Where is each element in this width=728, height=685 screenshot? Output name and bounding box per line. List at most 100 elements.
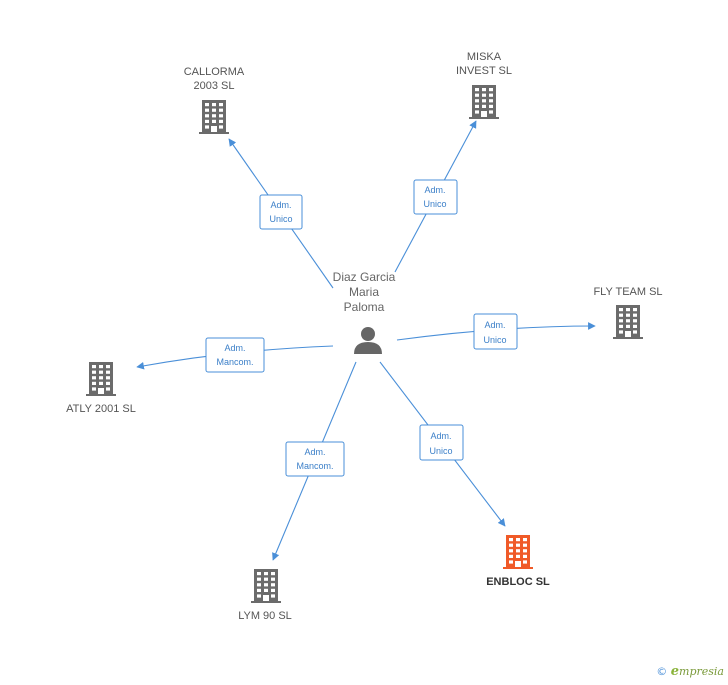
building-base	[86, 394, 116, 396]
building-window	[509, 549, 513, 553]
building-window	[523, 538, 527, 542]
building-door	[625, 331, 631, 337]
building-window	[92, 370, 96, 374]
building-window	[482, 93, 486, 97]
building-icon	[199, 100, 229, 134]
building-window	[106, 381, 110, 385]
building-window	[219, 125, 223, 129]
building-window	[257, 594, 261, 598]
building-base	[503, 567, 533, 569]
person-name-line-3: Paloma	[344, 300, 385, 314]
company-node-enbloc[interactable]: ENBLOC SL	[486, 535, 550, 588]
building-window	[489, 93, 493, 97]
building-window	[475, 99, 479, 103]
building-door	[481, 111, 487, 117]
building-window	[516, 549, 520, 553]
building-base	[251, 601, 281, 603]
person-icon	[354, 327, 382, 354]
role-line-2: Unico	[429, 446, 452, 456]
building-window	[99, 365, 103, 369]
building-window	[482, 88, 486, 92]
role-box-lym[interactable]: Adm. Mancom.	[285, 441, 345, 477]
building-window	[271, 583, 275, 587]
company-label-line-1: LYM 90 SL	[238, 610, 292, 622]
building-window	[619, 308, 623, 312]
building-door	[515, 561, 521, 567]
building-window	[92, 381, 96, 385]
building-icon	[86, 362, 116, 396]
building-base	[613, 337, 643, 339]
role-line-1: Adm.	[270, 200, 291, 210]
building-window	[257, 588, 261, 592]
building-window	[509, 560, 513, 564]
role-box-enbloc[interactable]: Adm. Unico	[419, 424, 464, 461]
role-line-1: Adm.	[304, 447, 325, 457]
role-box-callorma[interactable]: Adm. Unico	[259, 194, 303, 230]
building-window	[212, 114, 216, 118]
copyright-symbol: ©	[656, 665, 668, 678]
company-label-line-1: ENBLOC SL	[486, 576, 550, 588]
company-node-atly[interactable]: ATLY 2001 SL	[66, 362, 136, 415]
building-window	[475, 93, 479, 97]
building-window	[264, 588, 268, 592]
building-window	[633, 319, 637, 323]
role-line-2: Unico	[483, 335, 506, 345]
company-node-flyteam[interactable]: FLY TEAM SL	[593, 286, 663, 339]
building-window	[205, 108, 209, 112]
building-window	[106, 370, 110, 374]
building-window	[205, 114, 209, 118]
building-window	[106, 387, 110, 391]
building-icon-focus	[503, 535, 533, 569]
building-window	[626, 313, 630, 317]
building-window	[271, 577, 275, 581]
building-window	[523, 560, 527, 564]
building-icon	[251, 569, 281, 603]
company-label-line-1: MISKA	[467, 51, 502, 63]
building-window	[489, 110, 493, 114]
center-person-node[interactable]: Diaz Garcia Maria Paloma	[333, 270, 396, 354]
building-door	[98, 388, 104, 394]
building-window	[99, 381, 103, 385]
building-window	[489, 99, 493, 103]
company-node-callorma[interactable]: CALLORMA 2003 SL	[184, 66, 245, 134]
building-window	[475, 110, 479, 114]
brand-logo-text: mpresia	[679, 665, 724, 678]
company-label-line-1: ATLY 2001 SL	[66, 403, 136, 415]
building-window	[626, 319, 630, 323]
building-window	[219, 114, 223, 118]
role-line-2: Unico	[423, 199, 446, 209]
building-window	[475, 88, 479, 92]
building-icon	[613, 305, 643, 339]
role-line-2: Unico	[269, 214, 292, 224]
building-window	[509, 554, 513, 558]
building-window	[523, 543, 527, 547]
company-node-lym[interactable]: LYM 90 SL	[238, 569, 292, 622]
role-line-2: Mancom.	[216, 357, 253, 367]
building-window	[619, 324, 623, 328]
building-window	[264, 572, 268, 576]
building-window	[509, 543, 513, 547]
company-node-miska[interactable]: MISKA INVEST SL	[456, 51, 512, 119]
building-window	[212, 119, 216, 123]
building-window	[271, 588, 275, 592]
building-window	[482, 99, 486, 103]
building-window	[99, 370, 103, 374]
building-window	[257, 572, 261, 576]
company-label-line-1: FLY TEAM SL	[593, 286, 662, 298]
building-base	[469, 117, 499, 119]
building-window	[92, 387, 96, 391]
building-window	[626, 324, 630, 328]
building-window	[271, 572, 275, 576]
building-window	[106, 365, 110, 369]
building-window	[99, 376, 103, 380]
building-window	[92, 376, 96, 380]
role-box-atly[interactable]: Adm. Mancom.	[205, 337, 265, 373]
building-window	[516, 554, 520, 558]
building-window	[205, 119, 209, 123]
role-box-miska[interactable]: Adm. Unico	[413, 179, 458, 215]
building-window	[264, 583, 268, 587]
building-window	[482, 104, 486, 108]
role-line-1: Adm.	[484, 320, 505, 330]
role-box-flyteam[interactable]: Adm. Unico	[473, 313, 518, 350]
